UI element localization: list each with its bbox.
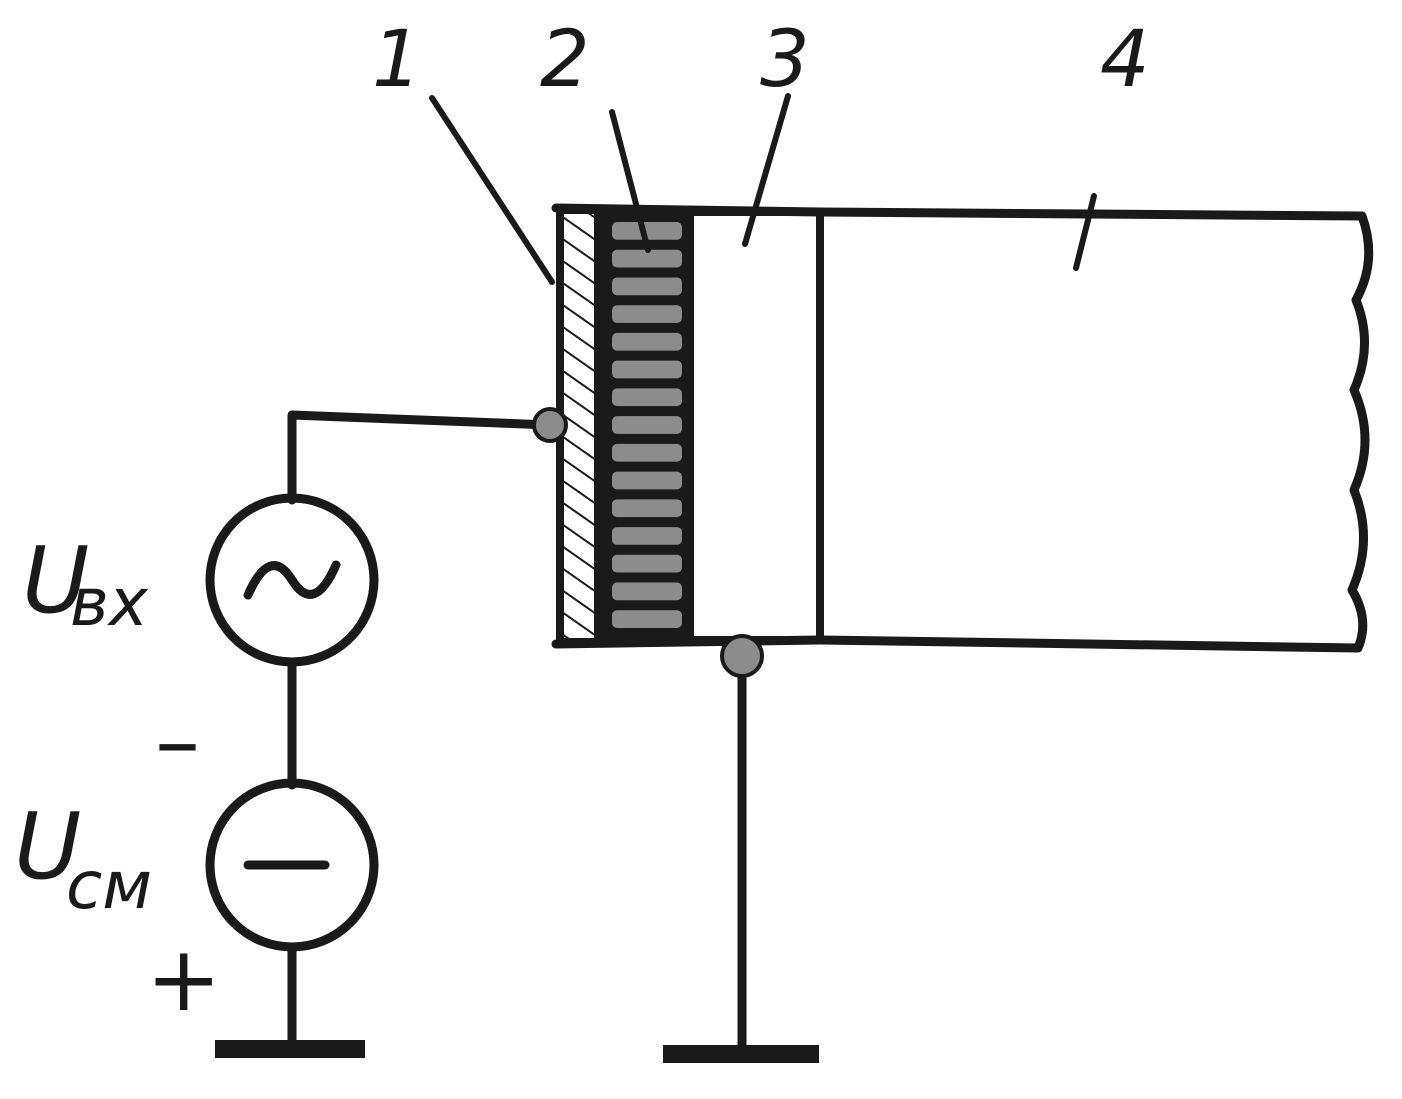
- junction-dot-body: [720, 634, 764, 678]
- segment-bar: [612, 388, 682, 407]
- segment-bar: [612, 360, 682, 379]
- input-voltage-symbol: U: [22, 527, 89, 634]
- segment-bar: [612, 416, 682, 434]
- top-edge: [551, 203, 825, 217]
- bottom-edge: [551, 635, 825, 649]
- segment-bar: [612, 277, 682, 296]
- segment-bar: [612, 222, 682, 240]
- segment-bar: [612, 582, 682, 601]
- leader-line-4: [1073, 193, 1097, 271]
- segment-bar: [612, 499, 682, 518]
- body-4: [815, 207, 1374, 653]
- segment-bar: [612, 471, 682, 490]
- segmented-layer-2: [598, 210, 690, 642]
- bias-voltage-label: U см: [14, 793, 152, 924]
- segment-bar: [612, 610, 682, 628]
- label-1: 1: [372, 15, 422, 105]
- label-2: 2: [540, 15, 590, 105]
- leader-line-2: [609, 109, 651, 253]
- segment-bar: [612, 332, 682, 351]
- label-3: 3: [760, 15, 810, 105]
- bias-voltage-symbol: U: [14, 793, 81, 900]
- leader-line-1: [429, 95, 555, 285]
- ground-bar-left: [215, 1040, 365, 1058]
- ground-bar-right: [663, 1045, 819, 1063]
- ac-tilde-icon: [243, 560, 341, 600]
- section-3: [686, 208, 824, 644]
- label-4: 4: [1100, 15, 1150, 105]
- segment-bar: [612, 249, 682, 268]
- bias-voltage-subscript: см: [66, 847, 152, 924]
- segment-bar: [612, 443, 682, 462]
- junction-dot-electrode: [532, 407, 568, 443]
- input-voltage-label: U вх: [22, 527, 149, 641]
- input-voltage-subscript: вх: [70, 564, 149, 641]
- bias-minus-sign: –: [155, 689, 200, 794]
- segment-bar: [612, 305, 682, 323]
- bias-plus-sign: +: [146, 927, 221, 1032]
- leader-line-3: [742, 93, 791, 247]
- segment-bar: [612, 527, 682, 545]
- wire-to-electrode: [287, 410, 555, 505]
- segment-bar: [612, 554, 682, 573]
